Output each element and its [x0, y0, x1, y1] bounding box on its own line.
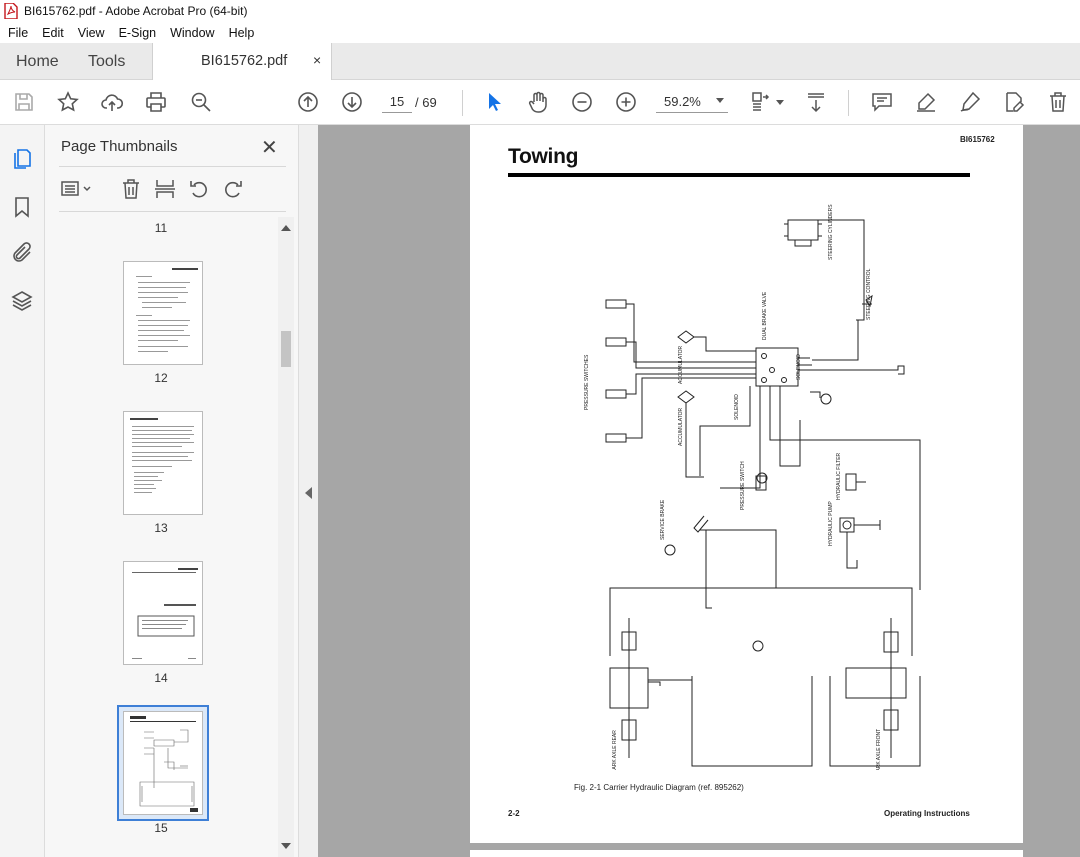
insert-pages-icon[interactable]: [153, 177, 177, 201]
chevron-down-icon: [716, 98, 724, 103]
document-tab-label: BI615762.pdf: [201, 53, 288, 69]
thumbnail-scrollbar[interactable]: [278, 217, 294, 857]
thumbnail-label: 11: [154, 221, 168, 235]
svg-text:ACCUMULATOR: ACCUMULATOR: [678, 407, 684, 446]
window-title: BI615762.pdf - Adobe Acrobat Pro (64-bit…: [24, 4, 248, 18]
svg-text:HYDRAULIC FILTER: HYDRAULIC FILTER: [836, 452, 842, 500]
thumbnail-label: 12: [154, 371, 168, 385]
page-thumbnails-icon[interactable]: [10, 147, 34, 171]
close-panel-icon[interactable]: ✕: [261, 137, 278, 159]
svg-text:PRESSURE SWITCH: PRESSURE SWITCH: [740, 461, 746, 510]
menu-view[interactable]: View: [77, 25, 105, 40]
tab-home[interactable]: Home: [16, 53, 59, 70]
tab-tools[interactable]: Tools: [88, 53, 126, 70]
title-bar: BI615762.pdf - Adobe Acrobat Pro (64-bit…: [0, 0, 1080, 22]
menu-help[interactable]: Help: [228, 25, 255, 40]
svg-text:DUAL BRAKE VALVE: DUAL BRAKE VALVE: [762, 291, 768, 340]
thumbnail-page-12[interactable]: [123, 261, 203, 365]
page-number: 2-2: [508, 809, 520, 818]
fit-page-icon[interactable]: [750, 90, 774, 114]
next-pdf-page: [470, 850, 1023, 857]
edit-pdf-icon[interactable]: [1002, 90, 1026, 114]
page-heading: Towing: [508, 145, 579, 168]
svg-text:SOLENOID: SOLENOID: [734, 394, 740, 420]
rotate-cw-icon[interactable]: [221, 177, 245, 201]
menu-esign[interactable]: E-Sign: [118, 25, 157, 40]
thumbnail-label: 15: [154, 821, 168, 835]
page-number-input[interactable]: [382, 91, 412, 113]
svg-text:ACCUMULATOR: ACCUMULATOR: [678, 345, 684, 384]
panel-splitter[interactable]: [298, 125, 318, 857]
options-menu-icon[interactable]: [59, 177, 93, 201]
svg-text:HYDRAULIC PUMP: HYDRAULIC PUMP: [828, 501, 834, 546]
menu-window[interactable]: Window: [170, 25, 215, 40]
close-tab-icon[interactable]: ×: [313, 52, 322, 68]
pdf-page: BI615762 Towing: [470, 125, 1023, 843]
bookmark-icon[interactable]: [10, 195, 34, 219]
menu-file[interactable]: File: [8, 25, 29, 40]
svg-text:STEERING CONTROL: STEERING CONTROL: [866, 268, 872, 320]
hydraulic-diagram: SOLENOID SOLENOID ACCUMULATOR ACCUMULATO…: [584, 204, 921, 770]
thumbnail-page-13[interactable]: [123, 411, 203, 515]
sign-icon[interactable]: [958, 90, 982, 114]
svg-text:PRESSURE SWITCHES: PRESSURE SWITCHES: [584, 354, 590, 410]
toolbar-separator: [848, 90, 849, 116]
zoom-value: 59.2%: [664, 94, 701, 109]
menu-edit[interactable]: Edit: [42, 25, 64, 40]
svg-text:SOLENOID: SOLENOID: [796, 354, 802, 380]
thumbnail-page-15[interactable]: [123, 711, 203, 815]
layers-icon[interactable]: [10, 289, 34, 313]
panel-title: Page Thumbnails: [61, 138, 178, 155]
rotate-ccw-icon[interactable]: [187, 177, 211, 201]
collapse-panel-icon[interactable]: [305, 487, 312, 499]
cursor-icon[interactable]: [482, 90, 506, 114]
heading-rule: [508, 173, 970, 177]
figure-caption: Fig. 2-1 Carrier Hydraulic Diagram (ref.…: [574, 783, 744, 792]
divider: [59, 166, 286, 167]
main-toolbar: [0, 80, 1080, 125]
page-total: / 69: [415, 95, 437, 110]
svg-text:STEERING CYLINDERS: STEERING CYLINDERS: [828, 204, 834, 260]
scroll-up-icon[interactable]: [281, 225, 291, 231]
thumbnail-label: 13: [154, 521, 168, 535]
thumbnail-label: 14: [154, 671, 168, 685]
document-code: BI615762: [960, 135, 995, 144]
printer-icon[interactable]: [144, 90, 168, 114]
star-icon[interactable]: [56, 90, 80, 114]
svg-text:SERVICE BRAKE: SERVICE BRAKE: [660, 499, 666, 540]
scroll-mode-icon[interactable]: [804, 90, 828, 114]
zoom-out-icon[interactable]: [570, 90, 594, 114]
trash-icon[interactable]: [1046, 90, 1070, 114]
svg-text:CLARK AXLE FRONT: CLARK AXLE FRONT: [876, 729, 882, 770]
arrow-down-circle-icon[interactable]: [340, 90, 364, 114]
thumbnails-panel: Page Thumbnails ✕ 11 12 13: [45, 125, 298, 857]
svg-text:CLARK AXLE REAR: CLARK AXLE REAR: [612, 730, 618, 770]
page-footer: Operating Instructions: [884, 809, 970, 818]
tab-bar: Home Tools BI615762.pdf ×: [0, 43, 1080, 81]
zoom-select[interactable]: 59.2%: [656, 91, 728, 113]
comment-icon[interactable]: [870, 90, 894, 114]
hand-icon[interactable]: [526, 90, 550, 114]
fit-dropdown-caret-icon[interactable]: [776, 100, 784, 105]
acrobat-logo-icon: [4, 2, 18, 20]
thumbnail-list: 11 12 13 14: [59, 217, 277, 857]
document-view[interactable]: BI615762 Towing: [318, 125, 1080, 857]
divider: [59, 211, 286, 212]
arrow-up-circle-icon[interactable]: [296, 90, 320, 114]
scroll-down-icon[interactable]: [281, 843, 291, 849]
thumbnail-page-14[interactable]: [123, 561, 203, 665]
save-icon[interactable]: [12, 90, 36, 114]
toolbar-separator: [462, 90, 463, 116]
scroll-thumb[interactable]: [281, 331, 291, 367]
highlighter-icon[interactable]: [914, 90, 938, 114]
trash-icon[interactable]: [119, 177, 143, 201]
tab-document[interactable]: BI615762.pdf ×: [152, 43, 332, 81]
menu-bar: File Edit View E-Sign Window Help: [0, 22, 1080, 43]
cloud-upload-icon[interactable]: [100, 90, 124, 114]
left-rail: [0, 125, 45, 857]
paperclip-icon[interactable]: [10, 241, 34, 265]
magnifier-icon[interactable]: [189, 90, 213, 114]
zoom-in-icon[interactable]: [614, 90, 638, 114]
